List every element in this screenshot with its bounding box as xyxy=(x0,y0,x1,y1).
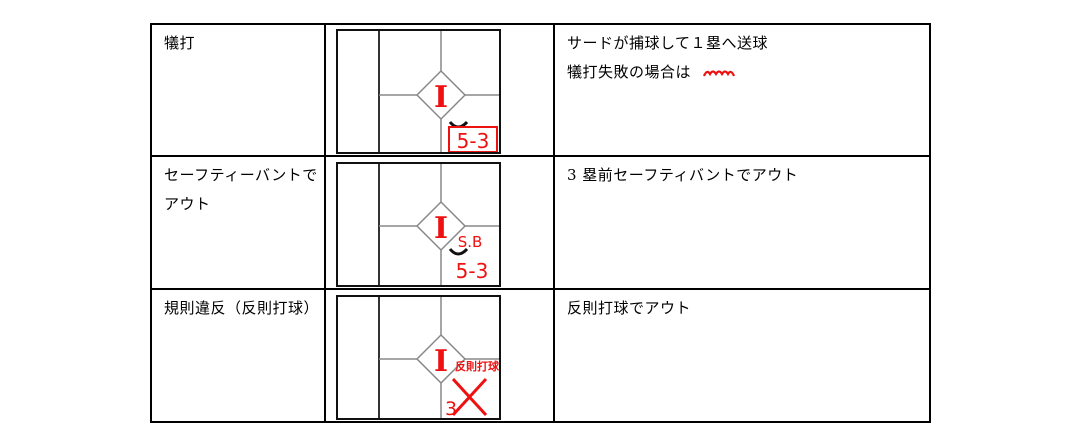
svg-text:S.B: S.B xyxy=(458,233,483,251)
svg-text:5-3: 5-3 xyxy=(457,129,490,152)
center-mark: I xyxy=(434,80,448,115)
table-row: 規則違反（反則打球） I 反則打球 3 反則打球でアウト xyxy=(152,290,929,421)
scorebook-box: I 5-3 xyxy=(336,29,501,154)
description-line: 反則打球でアウト xyxy=(567,299,692,317)
score-figure-cell: I 5-3 xyxy=(326,25,555,155)
svg-text:5-3: 5-3 xyxy=(456,259,489,283)
score-figure-cell: I 反則打球 3 xyxy=(326,290,555,421)
play-name-cell: セーフティーバントでアウト xyxy=(152,157,326,288)
play-name: 規則違反（反則打球） xyxy=(164,299,320,317)
red-wavy-mark-icon xyxy=(703,70,736,77)
scorebook-box: I S.B 5-3 xyxy=(336,162,501,287)
score-figure-cell: I S.B 5-3 xyxy=(326,157,555,288)
play-name-cell: 規則違反（反則打球） xyxy=(152,290,326,421)
description-cell: 3 塁前セーフティバントでアウト xyxy=(555,157,929,288)
scorebook-grid-icon: I S.B 5-3 xyxy=(378,164,499,285)
svg-text:I: I xyxy=(434,344,448,379)
play-name: 犠打 xyxy=(164,34,196,52)
table-row: 犠打 I 5-3 サードが捕球して１塁へ送球 犠打失敗の場合は xyxy=(152,25,929,157)
scorebook-grid-icon: I 反則打球 3 xyxy=(378,297,499,418)
description-line: 犠打失敗の場合は xyxy=(567,58,929,87)
svg-text:3: 3 xyxy=(445,398,457,418)
svg-text:I: I xyxy=(434,211,448,246)
play-name: セーフティーバントでアウト xyxy=(164,166,318,213)
description-cell: サードが捕球して１塁へ送球 犠打失敗の場合は xyxy=(555,25,929,155)
play-name-cell: 犠打 xyxy=(152,25,326,155)
description-line: 3 塁前セーフティバントでアウト xyxy=(567,166,799,184)
description-cell: 反則打球でアウト xyxy=(555,290,929,421)
scorebook-grid-icon: I 5-3 xyxy=(378,31,499,152)
table-row: セーフティーバントでアウト I S.B 5-3 3 塁前セーフティバントでアウト xyxy=(152,157,929,290)
svg-text:反則打球: 反則打球 xyxy=(455,359,499,373)
scoring-table: 犠打 I 5-3 サードが捕球して１塁へ送球 犠打失敗の場合は xyxy=(150,23,931,423)
scorebook-box: I 反則打球 3 xyxy=(336,295,501,420)
description-line: サードが捕球して１塁へ送球 xyxy=(567,34,769,52)
